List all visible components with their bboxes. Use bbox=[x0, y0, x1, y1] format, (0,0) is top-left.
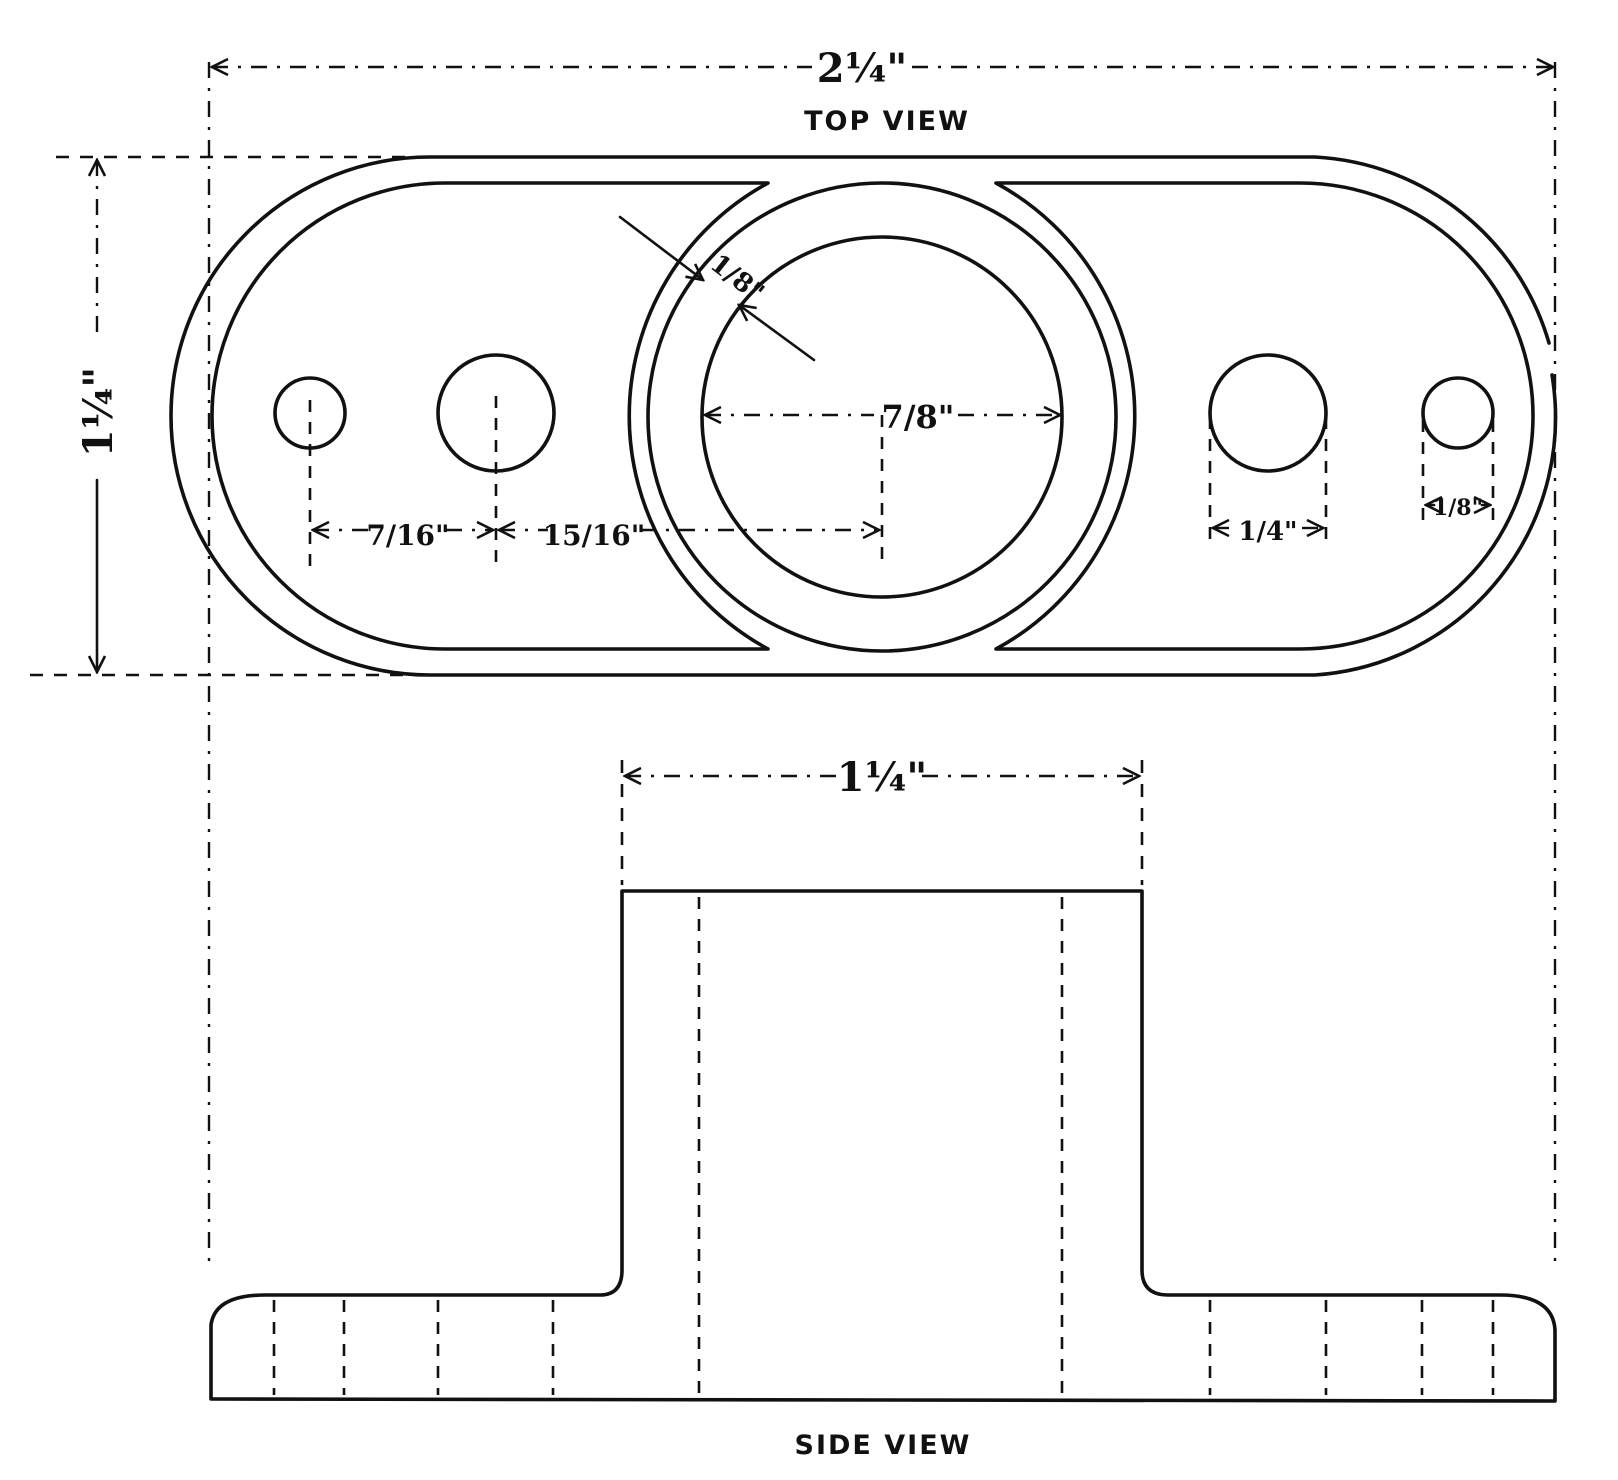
hole-small-left bbox=[273, 376, 347, 450]
side-view-title: SIDE VIEW bbox=[795, 1430, 972, 1461]
side-view: 1¼" SIDE VIEW bbox=[209, 754, 1557, 1461]
boss-outer-circle bbox=[646, 181, 1118, 653]
right-flange-outline bbox=[994, 181, 1535, 651]
bore-diameter-label: 7/8" bbox=[882, 398, 955, 436]
overall-depth-dimension: 1¼" bbox=[75, 160, 122, 672]
wall-thickness-leader-outer bbox=[618, 215, 703, 280]
top-view-title: TOP VIEW bbox=[804, 106, 970, 137]
bore-circle bbox=[700, 235, 1064, 599]
overall-width-label: 2¼" bbox=[817, 45, 907, 92]
large-hole-diameter-label: 1/4" bbox=[1238, 517, 1297, 547]
wall-thickness-leader-inner bbox=[739, 305, 816, 362]
side-outline bbox=[209, 889, 1557, 1403]
left-flange-outline bbox=[210, 181, 770, 651]
hole-spacing-2-label: 15/16" bbox=[543, 519, 646, 552]
top-view: 7/8" 1/8" 7/16" 15/16" 1/4" 1/8" bbox=[169, 155, 1558, 677]
hole-large-left bbox=[436, 353, 556, 473]
wall-thickness-label: 1/8" bbox=[704, 249, 769, 309]
overall-depth-label: 1¼" bbox=[75, 367, 122, 457]
hole-large-right bbox=[1208, 353, 1328, 473]
boss-width-label: 1¼" bbox=[837, 754, 927, 801]
extension-lines bbox=[30, 62, 1557, 1268]
hole-small-right bbox=[1421, 376, 1495, 450]
overall-width-dimension: 2¼" bbox=[212, 45, 1553, 92]
hole-spacing-1-label: 7/16" bbox=[366, 519, 449, 552]
base-outline bbox=[169, 155, 1558, 677]
small-hole-diameter-label: 1/8" bbox=[1433, 495, 1483, 521]
